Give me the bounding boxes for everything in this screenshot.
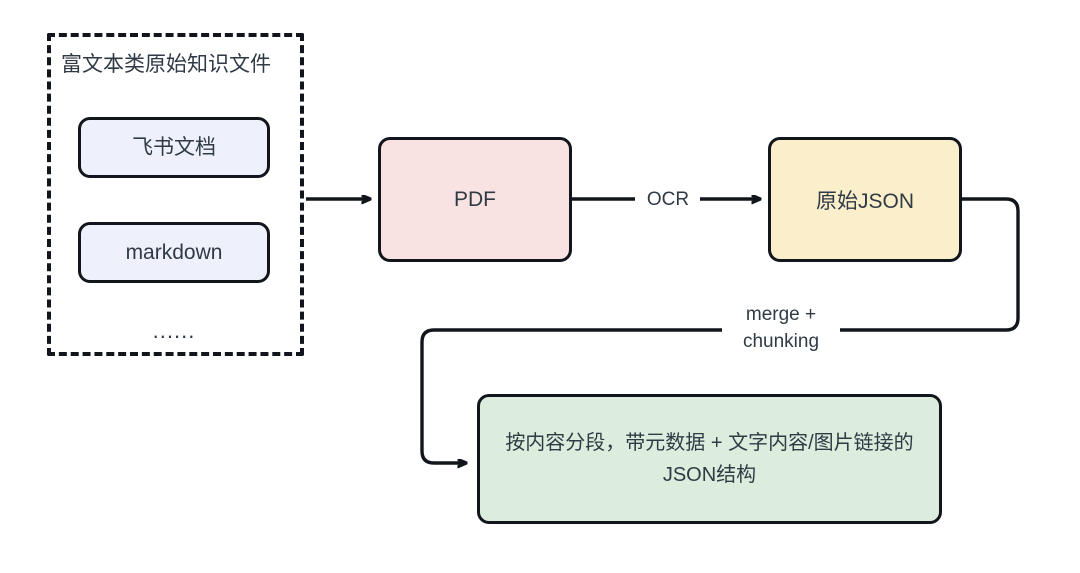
source-group-box [47, 33, 304, 356]
source-node-feishu-doc[interactable]: 飞书文档 [78, 117, 270, 178]
edge-label-merge-chunking-line1: merge + [745, 304, 817, 325]
source-group-title: 富文本类原始知识文件 [61, 53, 271, 76]
edge-label-ocr: OCR [636, 186, 700, 213]
node-result-json-structure[interactable]: 按内容分段，带元数据 + 文字内容/图片链接的JSON结构 [477, 394, 942, 524]
edge-label-merge-chunking: merge + chunking [722, 301, 840, 355]
edge-label-merge-chunking-line2: chunking [742, 331, 820, 352]
node-pdf[interactable]: PDF [378, 137, 572, 262]
node-raw-json[interactable]: 原始JSON [768, 137, 962, 262]
source-node-markdown[interactable]: markdown [78, 222, 270, 283]
source-group-ellipsis: ...... [152, 318, 196, 343]
